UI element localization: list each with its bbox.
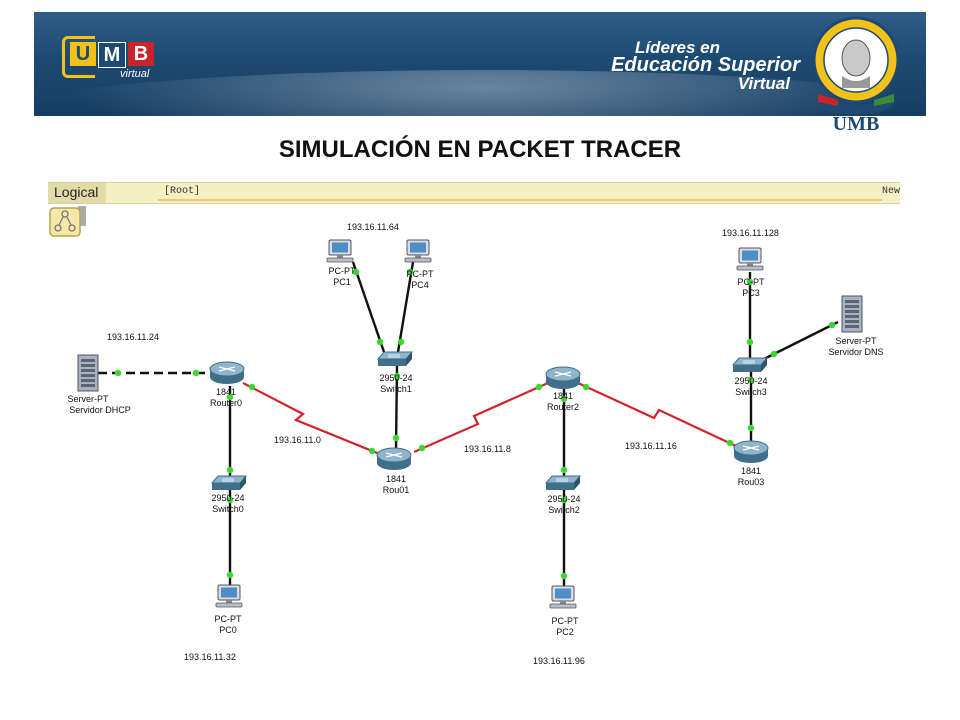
page-title: SIMULACIÓN EN PACKET TRACER [278, 136, 682, 163]
router-icon [209, 361, 245, 385]
switch-icon [732, 357, 768, 373]
packet-tracer-toolbar: Logical [Root] New [48, 182, 900, 204]
header-banner [34, 12, 926, 116]
device-pc1[interactable]: PC-PT PC1 [326, 239, 357, 287]
device-type-label: PC-PT [552, 616, 580, 626]
new-cluster-button[interactable]: New [881, 186, 900, 197]
device-router3[interactable]: 1841 Rou03 [733, 440, 769, 487]
logo-subtitle: virtual [120, 68, 150, 80]
device-router2[interactable]: 1841 Router2 [545, 366, 581, 412]
device-name-label: PC1 [333, 277, 351, 287]
serial-router2-router3[interactable] [577, 382, 739, 448]
root-breadcrumb[interactable]: [Root] [164, 186, 201, 197]
logo-letter-b: B [128, 42, 154, 66]
device-type-label: PC-PT [329, 266, 357, 276]
device-name-label: Switch2 [548, 505, 580, 515]
device-name-label: Servidor DHCP [69, 405, 131, 415]
logo-letter-u: U [70, 42, 96, 66]
serial-links [242, 381, 739, 457]
device-pc2[interactable]: PC-PT PC2 [549, 585, 580, 637]
device-name-label: PC0 [219, 625, 237, 635]
slogan-line-2: Educación Superior [611, 54, 800, 76]
logical-workspace-label[interactable]: Logical [54, 184, 99, 200]
pc-icon [215, 584, 243, 608]
router-icon [733, 440, 769, 464]
logical-tab[interactable] [48, 183, 106, 203]
pc-icon [404, 239, 432, 263]
router-icon [376, 447, 412, 471]
device-type-label: Server-PT [67, 394, 109, 404]
device-name-label: Switch1 [380, 384, 412, 394]
network-address-labels: 193.16.11.24 193.16.11.32 193.16.11.0 19… [107, 222, 779, 666]
device-type-label: 2950-24 [211, 493, 244, 503]
device-type-label: PC-PT [738, 277, 766, 287]
ethernet-links [98, 261, 839, 592]
logo-letter-m: M [98, 42, 126, 68]
university-seal: UMB [812, 16, 900, 132]
net-label-dhcp: 193.16.11.24 [107, 332, 159, 342]
link-pc1-switch1[interactable] [351, 261, 386, 353]
device-server-dhcp[interactable]: Server-PT Servidor DHCP [67, 354, 131, 415]
net-label-serial-0-1: 193.16.11.0 [274, 435, 321, 445]
device-name-label: Switch3 [735, 387, 767, 397]
device-name-label: Switch0 [212, 504, 244, 514]
switch-icon [211, 475, 247, 491]
navigation-panel-icon[interactable] [48, 202, 86, 238]
serial-router1-router2[interactable] [413, 381, 549, 454]
device-type-label: PC-PT [215, 614, 243, 624]
net-label-serial-1-2: 193.16.11.8 [464, 444, 511, 454]
net-label-pcs-1-4: 193.16.11.64 [347, 222, 399, 232]
device-router1[interactable]: 1841 Rou01 [376, 447, 412, 495]
device-name-label: PC3 [742, 288, 760, 298]
device-type-label: 1841 [386, 474, 406, 484]
device-name-label: PC2 [556, 627, 574, 637]
device-type-label: 1841 [553, 391, 573, 401]
pc-icon [549, 585, 577, 609]
slogan-line-3: Virtual [737, 74, 790, 93]
net-label-pc3-dns: 193.16.11.128 [722, 228, 779, 238]
device-pc0[interactable]: PC-PT PC0 [215, 584, 243, 635]
seal-text: UMB [833, 113, 880, 132]
device-name-label: Router2 [547, 402, 579, 412]
net-label-pc0: 193.16.11.32 [184, 652, 236, 662]
router-icon [545, 366, 581, 390]
device-switch1[interactable]: 2950-24 Switch1 [377, 351, 413, 394]
link-lights [114, 268, 836, 580]
device-name-label: Router0 [210, 398, 242, 408]
device-pc4[interactable]: PC-PT PC4 [404, 239, 435, 290]
device-type-label: 2950-24 [547, 494, 580, 504]
toolbar-rule [158, 199, 882, 201]
umb-virtual-logo: U M B virtual [58, 30, 170, 80]
device-router0[interactable]: 1841 Router0 [209, 361, 245, 408]
switch-icon [377, 351, 413, 367]
device-switch0[interactable]: 2950-24 Switch0 [211, 475, 247, 514]
device-name-label: PC4 [411, 280, 429, 290]
server-icon [77, 354, 99, 392]
device-type-label: 1841 [741, 466, 761, 476]
pc-icon [736, 247, 764, 271]
server-icon [841, 295, 863, 333]
device-type-label: Server-PT [835, 336, 877, 346]
net-label-pc2: 193.16.11.96 [533, 656, 585, 666]
device-switch2[interactable]: 2950-24 Switch2 [545, 475, 581, 515]
switch-icon [545, 475, 581, 491]
device-name-label: Rou03 [738, 477, 765, 487]
pc-icon [326, 239, 354, 263]
device-switch3[interactable]: 2950-24 Switch3 [732, 357, 768, 397]
device-pc3[interactable]: PC-PT PC3 [736, 247, 766, 298]
logo-frame [62, 36, 95, 78]
net-label-serial-2-3: 193.16.11.16 [625, 441, 677, 451]
serial-router0-router1[interactable] [242, 382, 383, 457]
device-name-label: Rou01 [383, 485, 410, 495]
device-server-dns[interactable]: Server-PT Servidor DNS [828, 295, 884, 357]
device-type-label: 2950-24 [379, 373, 412, 383]
slogan-line-1: Líderes en [634, 38, 720, 57]
device-type-label: 2950-24 [734, 376, 767, 386]
device-type-label: 1841 [216, 387, 236, 397]
device-type-label: PC-PT [407, 269, 435, 279]
link-pc4-switch1[interactable] [396, 261, 415, 353]
device-name-label: Servidor DNS [828, 347, 883, 357]
